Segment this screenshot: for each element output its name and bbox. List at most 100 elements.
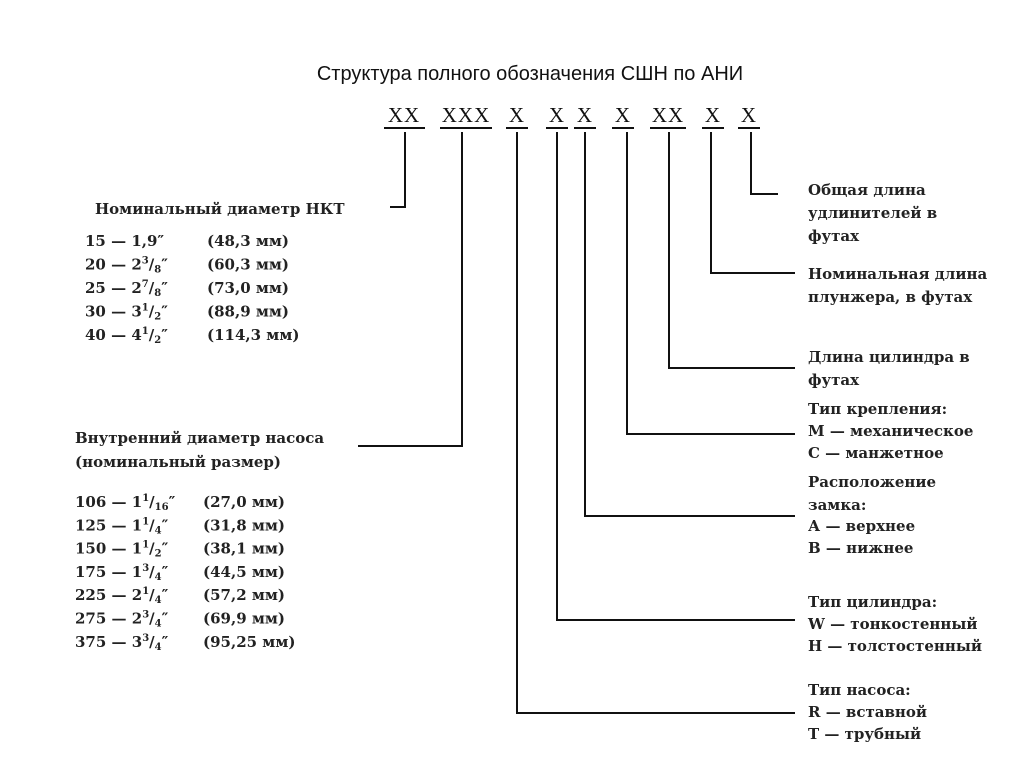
connector-lines <box>358 132 795 714</box>
fraction-denominator: 2 <box>155 549 162 560</box>
inch-mark: ″ <box>161 279 168 297</box>
bore-mm: (38,1 мм) <box>203 540 285 558</box>
fraction-numerator: 1 <box>142 586 149 597</box>
tubing-size: 20 — 23/8″ <box>85 256 168 276</box>
label-line: футах <box>808 371 860 389</box>
label-line: С — манжетное <box>808 444 944 462</box>
code-value: 275 — 2 <box>75 610 142 628</box>
bore-size: 225 — 21/4″ <box>75 586 169 606</box>
fraction-denominator: 4 <box>155 595 162 606</box>
label-mount-type: Тип крепления: М — механическое С — манж… <box>808 400 973 462</box>
label-line: W — тонкостенный <box>807 615 978 633</box>
fraction-denominator: 2 <box>154 335 161 346</box>
fraction-slash: / <box>149 633 155 651</box>
fraction-denominator: 2 <box>154 312 161 323</box>
code-value: 30 — 3 <box>85 303 142 321</box>
label-cylinder-type: Тип цилиндра: W — тонкостенный Н — толст… <box>807 593 982 655</box>
bore-block: Внутренний диаметр насоса (номинальный р… <box>75 429 324 653</box>
fraction-slash: / <box>149 493 155 511</box>
code-tubing: XX <box>388 103 420 127</box>
tubing-size: 30 — 31/2″ <box>85 303 168 323</box>
code-value: 15 — 1,9″ <box>85 232 164 250</box>
tubing-heading: Номинальный диаметр НКТ <box>95 200 345 218</box>
code-pump-type: X <box>509 103 525 127</box>
fraction-denominator: 8 <box>154 288 161 299</box>
fraction-numerator: 3 <box>142 563 149 574</box>
label-line: М — механическое <box>808 422 973 440</box>
fraction-numerator: 1 <box>142 303 149 314</box>
right-labels: Общая длина удлинителей в футах Номиналь… <box>807 181 987 743</box>
inch-mark: ″ <box>162 540 169 558</box>
code-lock-position: X <box>577 103 593 127</box>
bore-mm: (44,5 мм) <box>203 563 285 581</box>
designation-code: XX XXX X X X X XX X X <box>384 103 760 129</box>
label-line: R — вставной <box>808 703 927 721</box>
code-cylinder-length: XX <box>652 103 684 127</box>
label-line: Номинальная длина <box>808 265 987 283</box>
code-value: 150 — 1 <box>75 540 142 558</box>
tubing-row: 25 — 27/8″(73,0 мм) <box>85 279 289 299</box>
label-line: Общая длина <box>808 181 926 199</box>
bore-subheading: (номинальный размер) <box>75 453 281 471</box>
label-cylinder-length: Длина цилиндра в футах <box>808 348 970 389</box>
tubing-mm: (114,3 мм) <box>207 326 299 344</box>
tubing-size: 40 — 41/2″ <box>85 326 168 346</box>
bore-row: 125 — 11/4″ (31,8 мм) <box>75 516 285 536</box>
label-line: Н — толстостенный <box>808 637 982 655</box>
bore-size: 375 — 33/4″ <box>75 633 169 653</box>
bore-mm: (69,9 мм) <box>203 610 285 628</box>
label-line: замка: <box>808 496 866 514</box>
fraction-denominator: 8 <box>154 265 161 276</box>
label-line: Т — трубный <box>808 725 921 743</box>
bore-rows: 106 — 11/16″(27,0 мм)125 — 11/4″(31,8 мм… <box>75 493 295 653</box>
inch-mark: ″ <box>161 256 168 274</box>
fraction-numerator: 7 <box>142 279 149 290</box>
connector-bore <box>358 132 463 447</box>
fraction-numerator: 3 <box>142 610 149 621</box>
code-value: 375 — 3 <box>75 633 142 651</box>
code-value: 175 — 1 <box>75 563 142 581</box>
bore-size: 275 — 23/4″ <box>75 610 169 630</box>
tubing-row: 20 — 23/8″(60,3 мм) <box>85 256 289 276</box>
fraction-slash: / <box>149 610 155 628</box>
bore-mm: (27,0 мм) <box>203 493 285 511</box>
code-cylinder-type: X <box>549 103 565 127</box>
inch-mark: ″ <box>162 516 169 534</box>
code-value: 125 — 1 <box>75 516 142 534</box>
tubing-mm: (73,0 мм) <box>207 279 289 297</box>
fraction-denominator: 4 <box>155 525 162 536</box>
bore-row: 275 — 23/4″ (69,9 мм) <box>75 610 285 630</box>
bore-mm: (57,2 мм) <box>203 586 285 604</box>
bore-mm: (31,8 мм) <box>203 516 285 534</box>
code-bore: XXX <box>442 103 491 127</box>
inch-mark: ″ <box>162 586 169 604</box>
tubing-row: 15 — 1,9″ (48,3 мм) <box>85 232 289 250</box>
code-plunger-length: X <box>705 103 721 127</box>
inch-mark: ″ <box>161 326 168 344</box>
diagram-title: Структура полного обозначения СШН по АНИ <box>317 63 743 85</box>
tubing-size: 15 — 1,9″ <box>85 232 164 250</box>
fraction-slash: / <box>149 563 155 581</box>
connector-plunger-length <box>710 132 795 274</box>
fraction-slash: / <box>149 279 155 297</box>
bore-row: 106 — 11/16″(27,0 мм) <box>75 493 285 513</box>
label-line: Тип крепления: <box>808 400 947 418</box>
fraction-denominator: 16 <box>155 502 169 513</box>
connector-mount-type <box>626 132 795 435</box>
label-lock-position: Расположение замка: А — верхнее В — нижн… <box>808 473 936 557</box>
bore-size: 150 — 11/2″ <box>75 540 169 560</box>
label-line: Длина цилиндра в <box>808 348 970 366</box>
bore-size: 125 — 11/4″ <box>75 516 169 536</box>
bore-size: 175 — 13/4″ <box>75 563 169 583</box>
tubing-row: 40 — 41/2″ (114,3 мм) <box>85 326 299 346</box>
fraction-slash: / <box>149 256 155 274</box>
code-value: 20 — 2 <box>85 256 142 274</box>
inch-mark: ″ <box>162 563 169 581</box>
code-ext-length: X <box>741 103 757 127</box>
label-ext-length: Общая длина удлинителей в футах <box>808 181 937 245</box>
tubing-block: Номинальный диаметр НКТ 15 — 1,9″ (48,3 м… <box>85 200 345 346</box>
inch-mark: ″ <box>169 493 176 511</box>
tubing-mm: (48,3 мм) <box>207 232 289 250</box>
bore-row: 175 — 13/4″ (44,5 мм) <box>75 563 285 583</box>
